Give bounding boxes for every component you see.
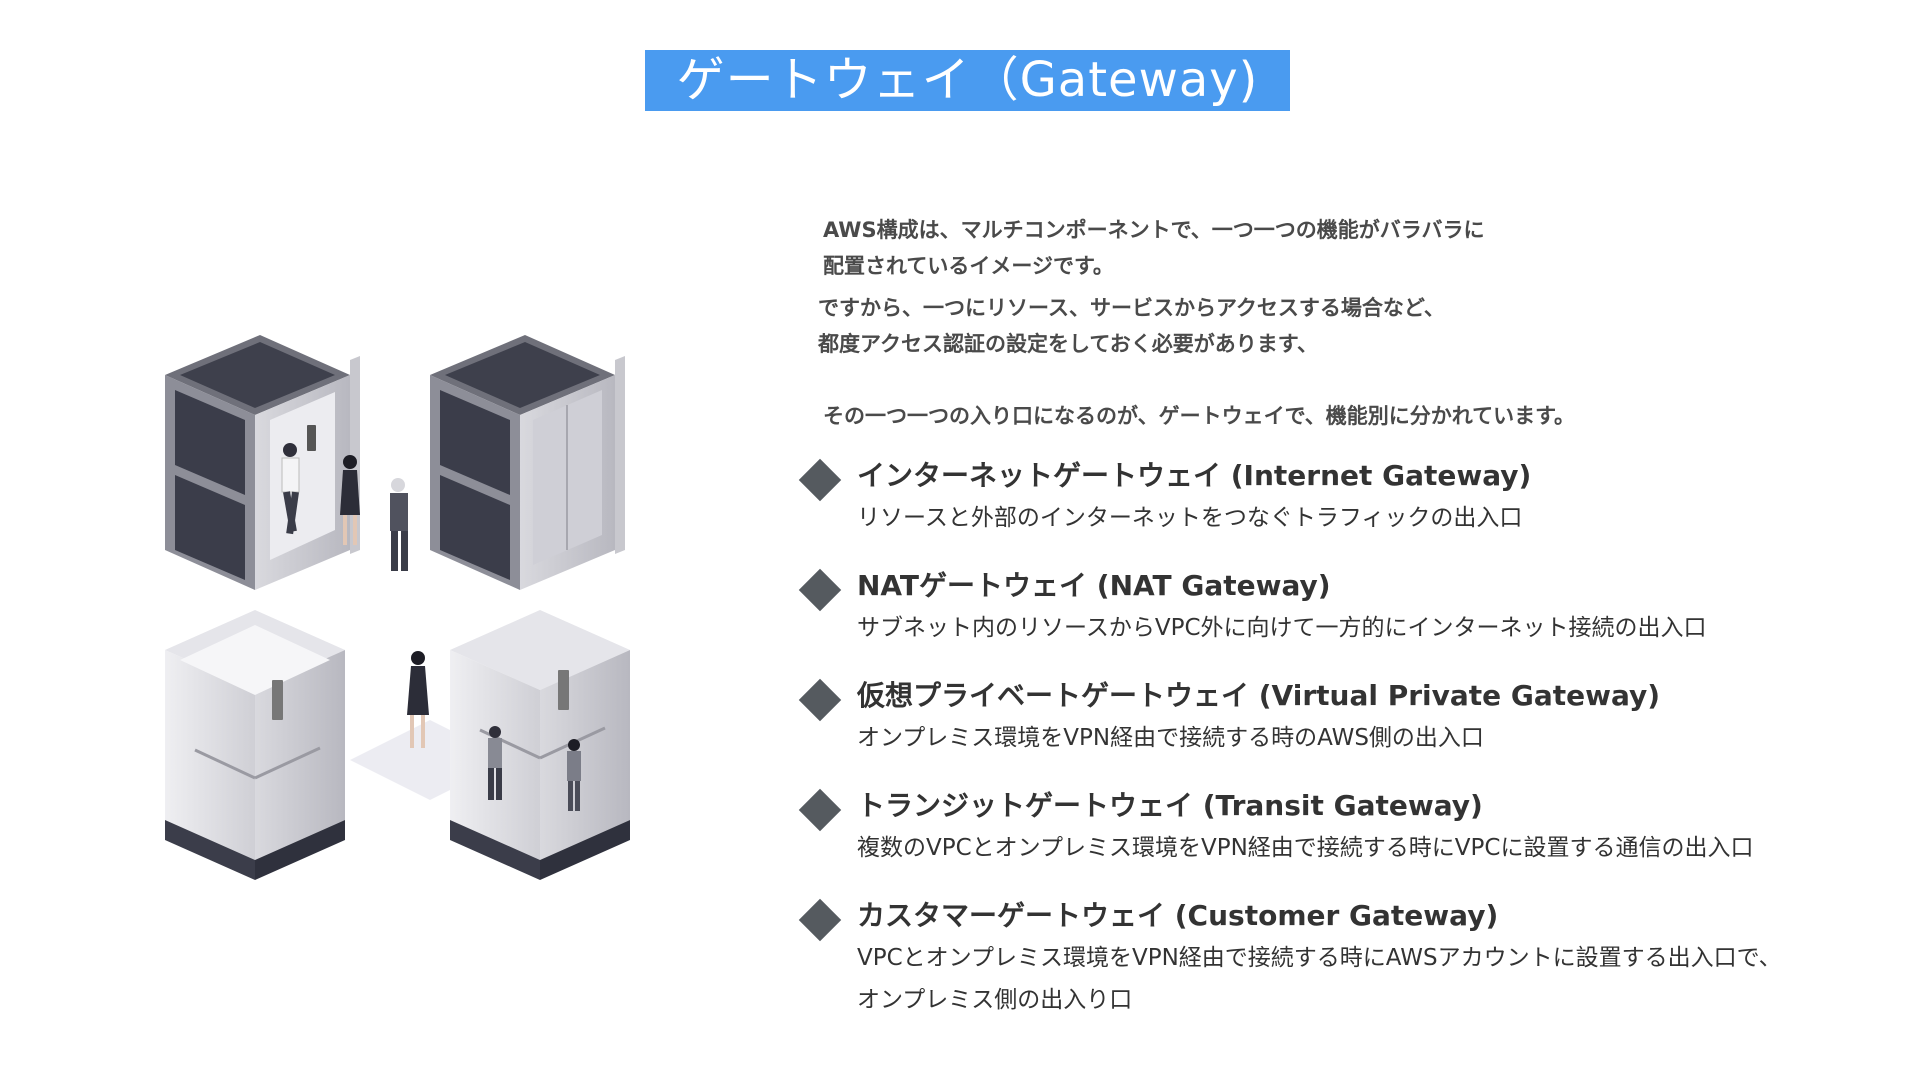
item-title: NATゲートウェイ (NAT Gateway): [857, 569, 1331, 602]
item-desc: VPCとオンプレミス環境をVPN経由で接続する時にAWSアカウントに設置する出入…: [857, 945, 1782, 971]
list-item-transit-gateway: トランジットゲートウェイ (Transit Gateway) 複数のVPCとオン…: [797, 785, 1907, 869]
item-title: トランジットゲートウェイ (Transit Gateway): [857, 789, 1483, 822]
gateway-list: インターネットゲートウェイ (Internet Gateway) リソースと外部…: [797, 455, 1907, 1047]
item-desc: サブネット内のリソースからVPC外に向けて一方的にインターネット接続の出入口: [857, 615, 1707, 641]
item-desc: オンプレミス側の出入り口: [857, 987, 1133, 1013]
intro-text: AWS構成は、マルチコンポーネントで、一つ一つの機能がバラバラに 配置されている…: [818, 212, 1868, 434]
diamond-bullet-icon: [798, 678, 842, 722]
elevator-illustration: [165, 335, 630, 880]
diamond-bullet-icon: [798, 788, 842, 832]
elevator-closed: [430, 335, 625, 590]
item-title: 仮想プライベートゲートウェイ (Virtual Private Gateway): [857, 679, 1661, 712]
diamond-bullet-icon: [798, 458, 842, 502]
intro-line: 配置されているイメージです。: [823, 254, 1114, 278]
elevator-glass-occupied: [450, 610, 630, 880]
diamond-bullet-icon: [798, 898, 842, 942]
list-item-nat-gateway: NATゲートウェイ (NAT Gateway) サブネット内のリソースからVPC…: [797, 565, 1907, 649]
list-item-internet-gateway: インターネットゲートウェイ (Internet Gateway) リソースと外部…: [797, 455, 1907, 539]
item-desc: 複数のVPCとオンプレミス環境をVPN経由で接続する時にVPCに設置する通信の出…: [857, 835, 1754, 861]
intro-line: 都度アクセス認証の設定をしておく必要があります、: [818, 332, 1319, 356]
list-item-customer-gateway: カスタマーゲートウェイ (Customer Gateway) VPCとオンプレミ…: [797, 895, 1907, 1021]
list-item-virtual-private-gateway: 仮想プライベートゲートウェイ (Virtual Private Gateway)…: [797, 675, 1907, 759]
woman-walking: [407, 651, 429, 748]
item-title: カスタマーゲートウェイ (Customer Gateway): [857, 899, 1499, 932]
intro-line: AWS構成は、マルチコンポーネントで、一つ一つの機能がバラバラに: [823, 218, 1485, 242]
intro-line: その一つ一つの入り口になるのが、ゲートウェイで、機能別に分かれています。: [823, 404, 1576, 428]
intro-line: ですから、一つにリソース、サービスからアクセスする場合など、: [818, 296, 1445, 320]
item-desc: オンプレミス環境をVPN経由で接続する時のAWS側の出入口: [857, 725, 1484, 751]
item-title: インターネットゲートウェイ (Internet Gateway): [857, 459, 1532, 492]
page-title: ゲートウェイ（Gateway): [645, 50, 1290, 111]
diamond-bullet-icon: [798, 568, 842, 612]
elevator-open: [165, 335, 408, 590]
elevator-glass-empty: [165, 610, 345, 880]
item-desc: リソースと外部のインターネットをつなぐトラフィックの出入口: [857, 505, 1523, 531]
